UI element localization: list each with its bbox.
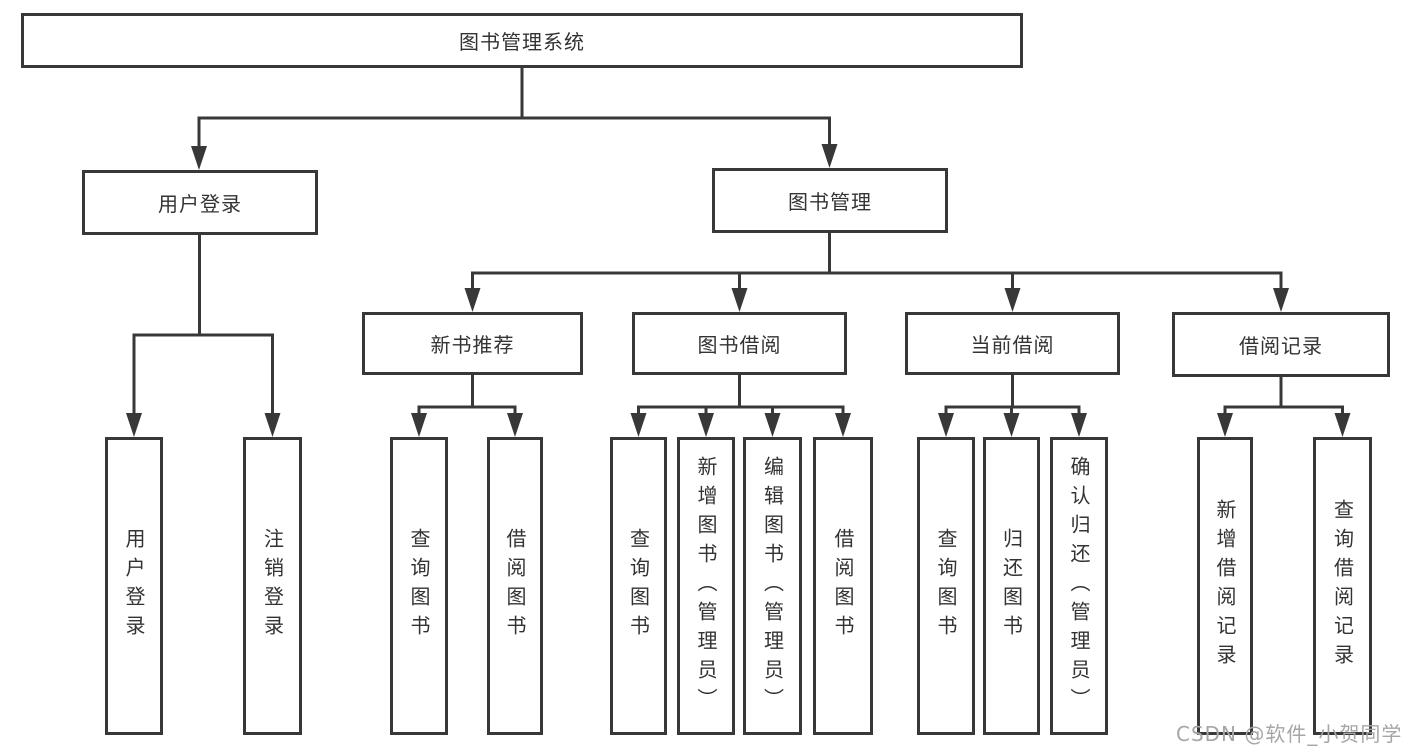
leaf-query-books-recommend: 查询图书 [390,437,448,735]
node-label: 图书借阅 [697,333,782,357]
connector-userlogin-rail [132,333,274,417]
leaf-label: 查询图书 [934,528,958,644]
leaf-label: 查询图书 [407,528,431,644]
leaf-label: 确认归还（管理员） [1067,455,1091,717]
connector-level2-rail [197,116,831,150]
node-label: 借阅记录 [1239,334,1323,358]
node-label: 新书推荐 [430,333,515,357]
node-book-management: 图书管理 [712,168,948,233]
node-label: 图书管理系统 [459,30,585,54]
node-current-borrowing: 当前借阅 [905,312,1120,375]
leaf-label: 注销登录 [260,528,285,644]
leaf-label: 借阅图书 [831,528,855,644]
connector-bookborrow-rail [637,405,845,417]
leaf-label: 新增图书（管理员） [694,455,718,717]
connector-newbook-rail [417,405,517,417]
node-library-management-system: 图书管理系统 [21,13,1023,68]
leaf-confirm-return-admin: 确认归还（管理员） [1050,437,1108,735]
node-borrowing-records: 借阅记录 [1172,312,1390,377]
leaf-borrow-books-recommend: 借阅图书 [487,437,543,735]
leaf-user-login: 用户登录 [105,437,163,735]
connector-level3-rail [471,271,1283,292]
leaf-return-books: 归还图书 [983,437,1040,735]
leaf-query-books-borrowing: 查询图书 [610,437,667,735]
leaf-label: 查询借阅记录 [1330,499,1355,673]
leaf-label: 新增借阅记录 [1213,499,1237,673]
node-label: 图书管理 [788,190,872,214]
leaf-borrow-books: 借阅图书 [813,437,873,735]
leaf-label: 借阅图书 [503,528,527,644]
connector-records-rail [1223,405,1344,417]
leaf-label: 归还图书 [999,528,1024,644]
node-label: 用户登录 [158,192,242,216]
arrowheads [126,144,1351,437]
leaf-logout: 注销登录 [243,437,302,735]
node-book-borrowing: 图书借阅 [632,312,847,375]
leaf-query-books-current: 查询图书 [917,437,975,735]
leaf-label: 查询图书 [626,528,651,644]
node-new-book-recommendation: 新书推荐 [362,312,583,375]
node-label: 当前借阅 [970,333,1055,357]
leaf-add-books-admin: 新增图书（管理员） [677,437,735,735]
leaf-label: 用户登录 [122,528,146,644]
leaf-edit-books-admin: 编辑图书（管理员） [743,437,802,735]
leaf-label: 编辑图书（管理员） [760,455,785,717]
leaf-query-borrow-record: 查询借阅记录 [1313,437,1372,735]
leaf-add-borrow-record: 新增借阅记录 [1197,437,1253,735]
csdn-watermark: CSDN @软件_小贺同学 [1176,722,1403,746]
node-user-login: 用户登录 [82,170,318,235]
